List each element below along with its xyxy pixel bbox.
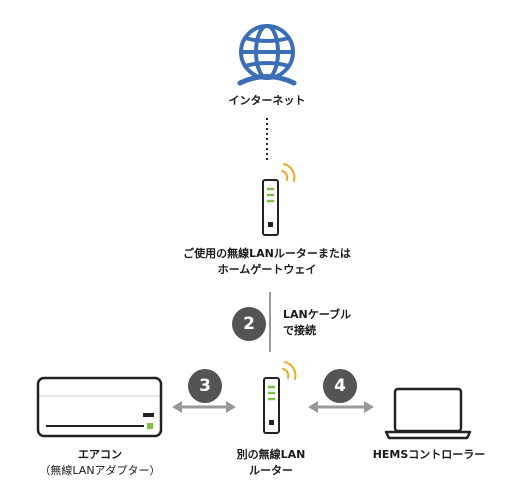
lan-cable-label-line1: LANケーブル	[283, 308, 352, 321]
step-2-badge: 2	[232, 307, 266, 341]
globe-icon	[237, 24, 297, 86]
separate-router-label-line2: ルーター	[249, 464, 293, 477]
home-router-label-line2: ホームゲートウェイ	[217, 263, 317, 276]
step-4-badge: 4	[323, 369, 357, 403]
separate-router-label-line1: 別の無線LAN	[236, 448, 306, 461]
router-icon	[262, 179, 279, 236]
aircon-label-line1: エアコン	[78, 448, 122, 461]
bidirectional-arrow-icon	[172, 401, 236, 413]
internet-label: インターネット	[228, 94, 306, 107]
wifi-signal-icon	[281, 163, 296, 182]
wifi-signal-icon	[282, 361, 297, 380]
step-3-badge: 3	[188, 369, 222, 403]
bidirectional-arrow-icon	[308, 401, 374, 413]
router-icon	[263, 377, 280, 434]
aircon-label-line2: （無線LANアダプター）	[39, 464, 161, 477]
lan-cable-label-line2: で接続	[283, 324, 316, 337]
air-conditioner-icon	[36, 376, 163, 438]
hems-controller-label: HEMSコントローラー	[372, 448, 486, 461]
home-router-label-line1: ご使用の無線LANルーターまたは	[183, 247, 351, 260]
laptop-icon	[384, 387, 472, 440]
